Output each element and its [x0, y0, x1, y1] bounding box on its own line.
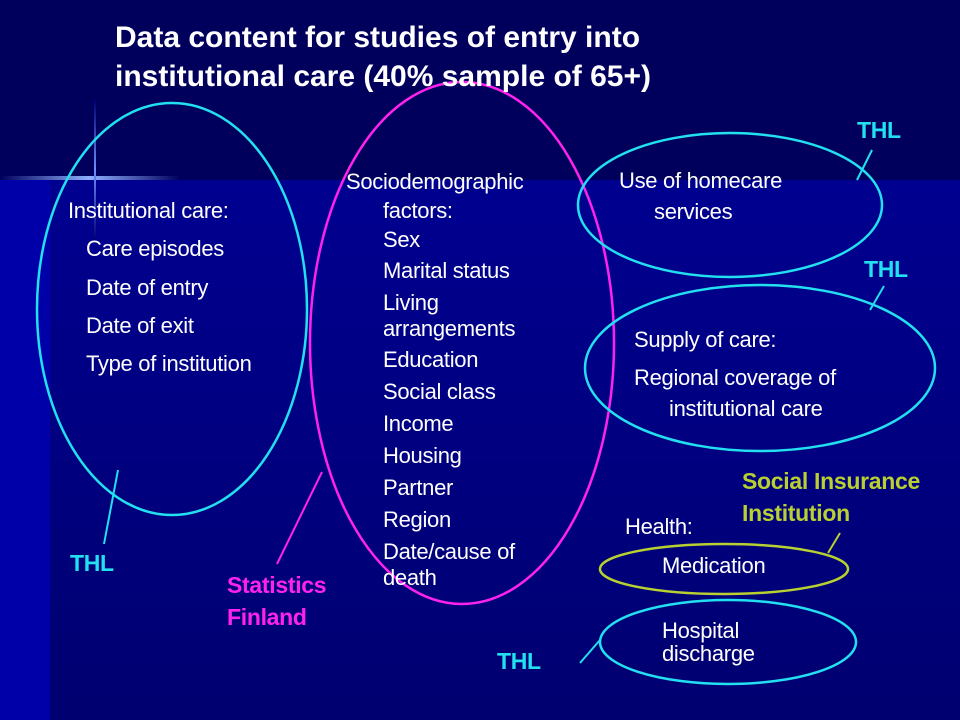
left-item: Date of exit [86, 313, 194, 338]
institutional-care-heading: Institutional care: [68, 198, 229, 223]
middle-item: Education [383, 347, 479, 372]
medication-ellipse [598, 542, 850, 596]
left-item: Type of institution [86, 351, 252, 376]
thl-label-bottom: THL [497, 648, 541, 674]
medication-text: Medication [662, 553, 766, 578]
supply-text: Regional coverage of [634, 365, 836, 390]
middle-item: Social class [383, 379, 496, 404]
left-item: Date of entry [86, 275, 209, 300]
middle-item: death [383, 565, 437, 590]
homecare-text-2: services [654, 199, 733, 224]
hospital-ellipse [598, 598, 858, 686]
statistics-finland-label: Statistics [227, 572, 327, 598]
health-heading: Health: [625, 514, 693, 539]
supply-heading: Supply of care: [634, 327, 777, 352]
middle-item: arrangements [383, 316, 516, 341]
sii-connector [827, 532, 841, 554]
sociodemographic-ellipse [308, 80, 616, 606]
statistics-connector [276, 471, 323, 565]
supply-text-2: institutional care [669, 396, 823, 421]
hospital-text-2: discharge [662, 641, 755, 666]
homecare-text: Use of homecare [619, 168, 783, 193]
supply-ellipse [583, 283, 937, 453]
background-top [0, 0, 960, 180]
title-line-1: Data content for studies of entry into [115, 21, 641, 54]
homecare-ellipse [576, 131, 884, 279]
middle-item: Income [383, 411, 454, 436]
decorative-glow-vertical [94, 100, 96, 240]
institutional-care-ellipse [35, 101, 309, 517]
thl-label-homecare: THL [857, 117, 901, 143]
middle-item: Partner [383, 475, 454, 500]
sociodemographic-heading-2: factors: [383, 198, 453, 223]
middle-item: Region [383, 507, 451, 532]
hospital-text: Hospital [662, 618, 740, 643]
sociodemographic-heading: Sociodemographic [346, 169, 524, 194]
middle-item: Sex [383, 227, 421, 252]
thl-homecare-connector [856, 149, 873, 181]
left-item: Care episodes [86, 236, 224, 261]
decorative-glow [0, 176, 180, 180]
social-insurance-label-2: Institution [742, 500, 850, 526]
middle-item: Housing [383, 443, 462, 468]
title-line-2: institutional care (40% sample of 65+) [115, 60, 652, 93]
thl-left-connector [103, 469, 119, 545]
background-main [50, 180, 960, 720]
thl-supply-connector [869, 285, 885, 311]
middle-item: Date/cause of [383, 539, 515, 564]
background-left-strip [0, 180, 50, 720]
thl-hospital-connector [579, 639, 601, 664]
statistics-finland-label-2: Finland [227, 604, 307, 630]
slide-title: Data content for studies of entry into i… [115, 18, 651, 96]
middle-item: Living [383, 290, 439, 315]
social-insurance-label: Social Insurance [742, 468, 920, 494]
thl-label-supply: THL [864, 256, 908, 282]
middle-item: Marital status [383, 258, 510, 283]
thl-label-left: THL [70, 550, 114, 576]
